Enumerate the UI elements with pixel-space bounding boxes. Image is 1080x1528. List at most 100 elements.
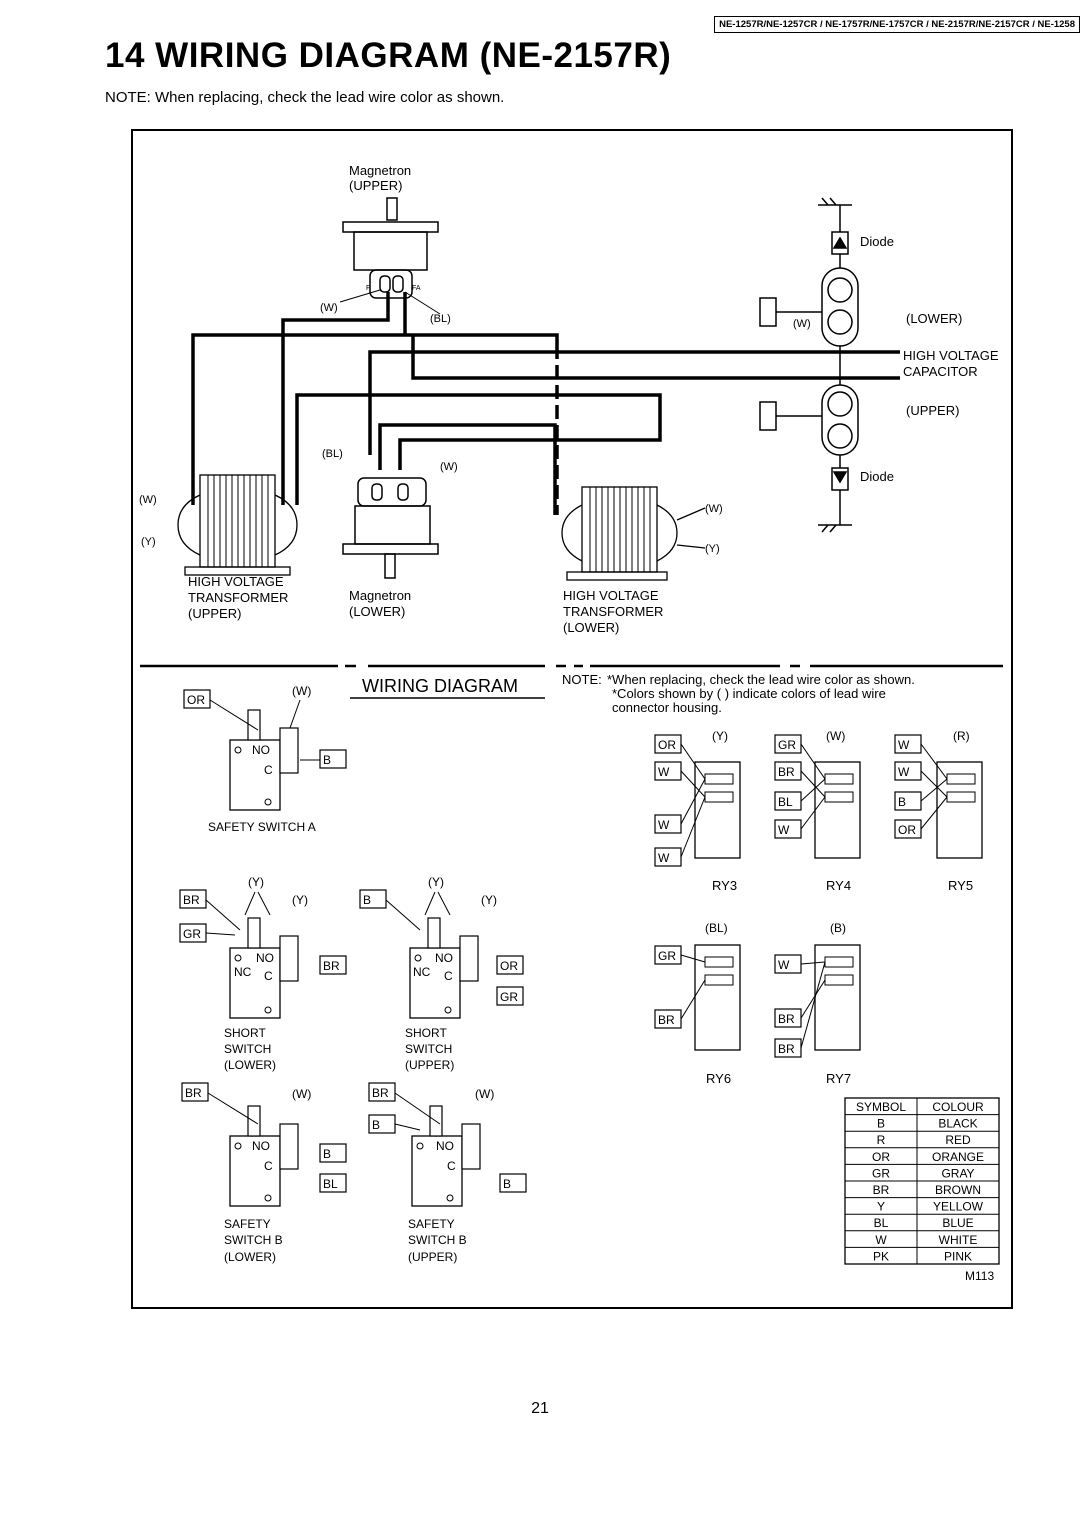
magnetron-lower-label: Magnetron [349,588,411,603]
sbl-b-box [319,1143,347,1163]
legend-cell-1-1: RED [945,1133,971,1147]
sbl-b: B [323,1147,331,1161]
sbu-b: B [372,1118,380,1132]
ssl-br-r-box [319,955,347,975]
legend-cell-6-0: BL [874,1216,889,1230]
page-number: 21 [531,1400,549,1417]
hvt-upper-w: (W) [139,494,157,506]
sbl-housing: (W) [292,1087,311,1101]
legend-cell-0-0: B [877,1117,885,1131]
diode-upper-label: Diode [860,234,894,249]
ssa-c: C [264,763,273,777]
legend-cell-0-1: BLACK [938,1117,977,1131]
ssu-c: C [444,969,453,983]
ssa-label: SAFETY SWITCH A [208,820,316,834]
hvt-upper-label-2: TRANSFORMER [188,590,288,605]
magnetron-upper-label: Magnetron [349,163,411,178]
ssu-gr-box [496,986,524,1006]
ssl-br: BR [183,893,200,907]
relay-ry5-name: RY5 [948,878,973,893]
legend-cell-5-0: Y [877,1200,885,1214]
relay-ry5-wire-2: B [898,795,906,809]
ssa-or: OR [187,693,205,707]
lower-note-label: NOTE: [562,672,602,687]
sbl-br-box [181,1082,209,1102]
relay-ry6-wire-0: GR [658,949,676,963]
wire-w-label: (W) [320,302,338,314]
ssl-no: NO [256,951,274,965]
hv-capacitor-label-1: HIGH VOLTAGE [903,348,999,363]
magnetron-lower-label-2: (LOWER) [349,604,405,619]
magnetron-upper-label-2: (UPPER) [349,178,402,193]
relay-ry7-wire-0: W [778,958,790,972]
ssu-gr: GR [500,990,518,1004]
ssl-housing: (Y) [292,893,308,907]
relay-ry4-wire-3: W [778,823,790,837]
legend-cell-3-1: GRAY [941,1166,974,1180]
relays-group: ORWWW(Y)RY3GRBRBLW(W)RY4WWBOR(R)RY5GRBR(… [654,729,983,1086]
relay-ry5-wire-0: W [898,738,910,752]
legend-cell-8-0: PK [873,1249,889,1263]
relay-ry4-wire-2: BL [778,795,793,809]
ssa-housing: (W) [292,684,311,698]
relay-ry4-wire-1: BR [778,765,795,779]
ssl-label-2: SWITCH [224,1042,271,1056]
sbl-br: BR [185,1086,202,1100]
magnetron-upper [342,197,439,299]
legend-cell-5-1: YELLOW [933,1200,984,1214]
ssu-b: B [363,893,371,907]
legend-cell-2-0: OR [872,1150,890,1164]
sbu-b-r-box [499,1173,527,1193]
hvt-lower-label-3: (LOWER) [563,620,619,635]
terminal-f-label: F [366,285,370,292]
terminal-fa-label: FA [412,285,421,292]
sbl-label-1: SAFETY [224,1217,271,1231]
hvt-upper-label-1: HIGH VOLTAGE [188,574,284,589]
relay-ry6-housing: (BL) [705,921,728,935]
hvt-lower-y: (Y) [705,543,720,555]
cap-w-label: (W) [793,318,811,330]
mag-lower-w: (W) [440,461,458,473]
magnetron-lower [342,477,439,579]
hv-capacitor-label-2: CAPACITOR [903,364,978,379]
ssu-label-1: SHORT [405,1026,447,1040]
ssl-label-1: SHORT [224,1026,266,1040]
legend-cell-7-0: W [875,1233,887,1247]
ssu-top: (Y) [428,875,444,889]
hv-wires [191,292,900,515]
hv-transformer-upper [177,474,298,576]
sbl-label-2: SWITCH B [224,1233,283,1247]
diagram-frame [131,129,1013,1309]
legend-header-1: COLOUR [932,1100,984,1114]
legend-cell-6-1: BLUE [942,1216,973,1230]
relay-ry6-name: RY6 [706,1071,731,1086]
ssu-label-3: (UPPER) [405,1058,454,1072]
relay-ry7-wire-1: BR [778,1012,795,1026]
ssl-label-3: (LOWER) [224,1058,276,1072]
hv-capacitor-diode-assembly [759,197,859,533]
relay-ry3-housing: (Y) [712,729,728,743]
ssl-br-r: BR [323,959,340,973]
ssu-or: OR [500,959,518,973]
ssa-b: B [323,753,331,767]
ssu-or-box [496,955,524,975]
relay-ry3-wire-0: OR [658,738,676,752]
ssu-label-2: SWITCH [405,1042,452,1056]
ssa-b-box [319,749,347,769]
ssl-c: C [264,969,273,983]
legend-cell-2-1: ORANGE [932,1150,984,1164]
sbu-body [411,1135,463,1207]
ssu-housing: (Y) [481,893,497,907]
mag-lower-bl: (BL) [322,448,343,460]
relay-ry4-name: RY4 [826,878,851,893]
relay-ry6-wire-1: BR [658,1013,675,1027]
sbl-bl-box [319,1173,347,1193]
